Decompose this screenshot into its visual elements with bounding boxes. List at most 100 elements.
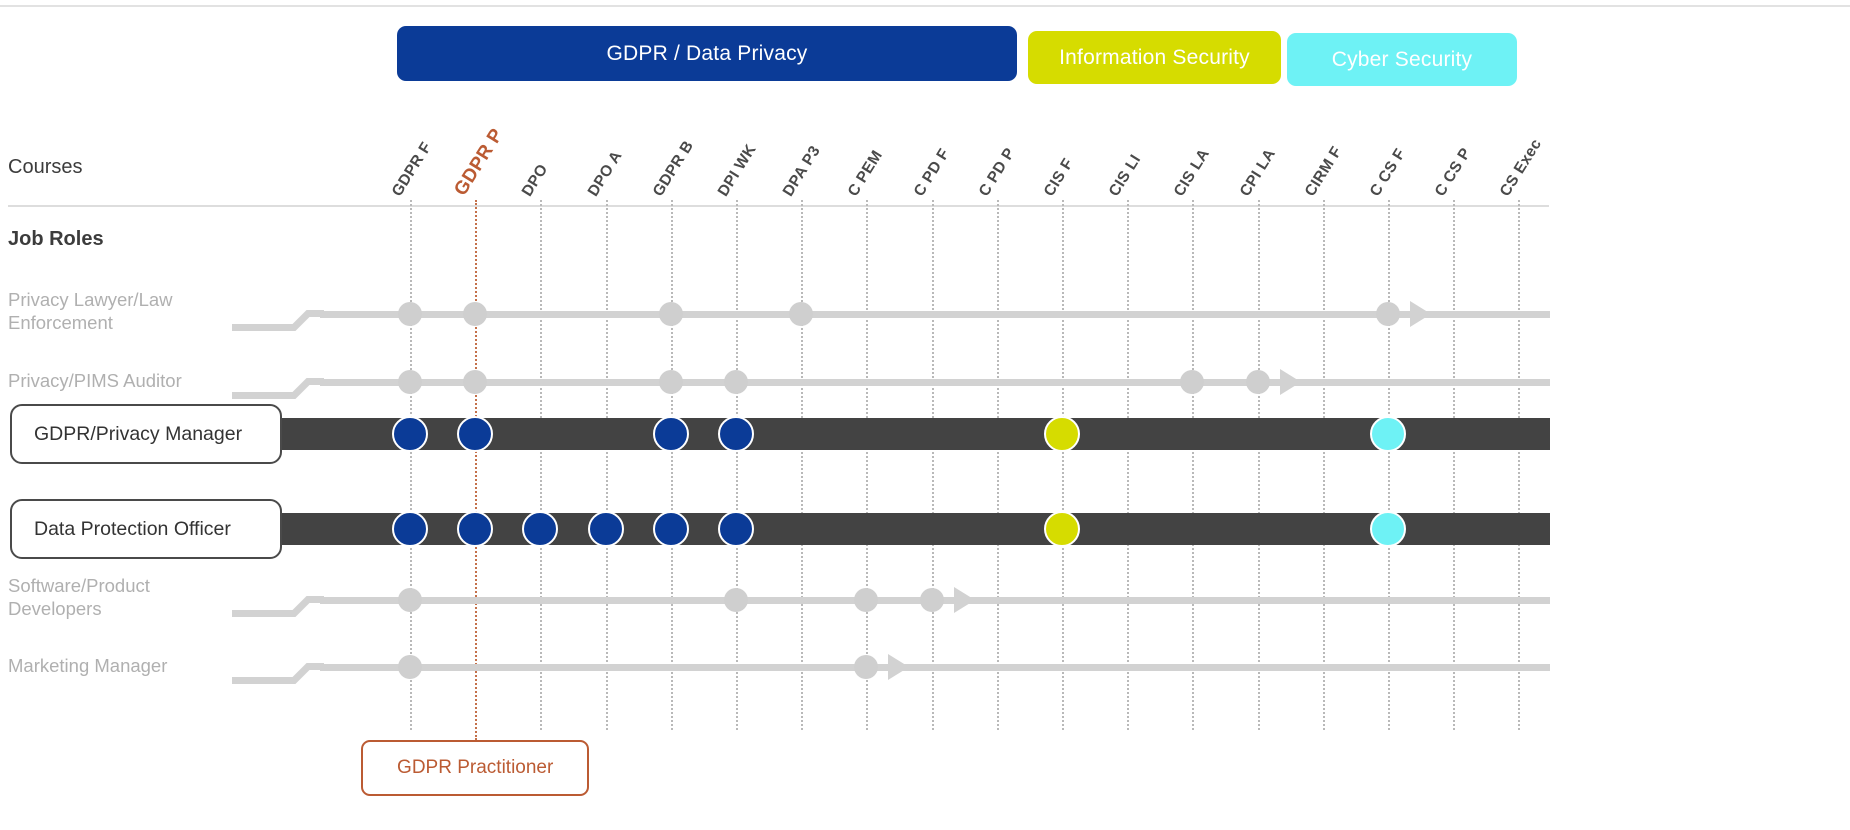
callout-gdpr-practitioner[interactable]: GDPR Practitioner xyxy=(361,740,590,796)
course-header-c-cs-p[interactable]: C CS P xyxy=(1431,145,1475,200)
role-track-stub-pims-auditor xyxy=(232,392,278,399)
marker-gdpr-privacy-manager-cis-f[interactable] xyxy=(1044,416,1080,452)
role-track-marketing-manager xyxy=(320,664,1550,671)
role-track-pims-auditor xyxy=(320,379,1550,386)
course-header-dpo-a[interactable]: DPO A xyxy=(584,148,626,200)
course-header-c-cs-f[interactable]: C CS F xyxy=(1366,145,1410,200)
course-header-dpa-p3[interactable]: DPA P3 xyxy=(779,142,825,200)
progression-arrow-software-product-developers xyxy=(953,587,975,613)
marker-data-protection-officer-dpi-wk[interactable] xyxy=(718,511,754,547)
marker-privacy-lawyer-dpa-p3[interactable] xyxy=(789,302,814,326)
course-header-c-pem[interactable]: C PEM xyxy=(845,147,887,200)
marker-software-product-developers-dpi-wk[interactable] xyxy=(724,588,748,612)
gridline-dpi-wk xyxy=(736,200,738,730)
gridline-c-cs-p xyxy=(1453,200,1456,730)
marker-pims-auditor-gdpr-f[interactable] xyxy=(398,370,422,394)
marker-pims-auditor-gdpr-p[interactable] xyxy=(463,370,488,394)
marker-privacy-lawyer-c-cs-f[interactable] xyxy=(1376,302,1400,326)
marker-gdpr-privacy-manager-gdpr-p[interactable] xyxy=(457,416,494,452)
role-track-gdpr-privacy-manager xyxy=(220,418,1550,450)
course-header-c-pd-p[interactable]: C PD P xyxy=(975,145,1019,200)
marker-software-product-developers-c-pem[interactable] xyxy=(854,588,879,612)
gridline-dpo xyxy=(540,200,543,730)
gridline-cs-exec xyxy=(1518,200,1521,730)
role-label-marketing-manager[interactable]: Marketing Manager xyxy=(8,655,168,676)
marker-marketing-manager-c-pem[interactable] xyxy=(854,655,879,679)
role-label-privacy-lawyer[interactable]: Privacy Lawyer/Law Enforcement xyxy=(8,289,173,334)
course-header-gdpr-f[interactable]: GDPR F xyxy=(388,139,436,200)
course-header-cpi-la[interactable]: CPI LA xyxy=(1236,145,1279,200)
gridline-cis-f xyxy=(1062,200,1064,730)
role-track-elbow-privacy-lawyer xyxy=(278,310,324,334)
marker-data-protection-officer-gdpr-f[interactable] xyxy=(392,511,428,547)
progression-arrow-privacy-lawyer xyxy=(1410,301,1431,327)
role-track-elbow-software-product-developers xyxy=(278,596,324,620)
gridline-c-pd-f xyxy=(931,200,934,730)
role-track-stub-privacy-lawyer xyxy=(232,324,278,331)
course-header-cis-li[interactable]: CIS LI xyxy=(1105,151,1145,200)
role-label-text: GDPR/Privacy Manager xyxy=(34,422,243,445)
top-divider xyxy=(0,5,1850,7)
role-track-data-protection-officer xyxy=(220,513,1550,545)
marker-data-protection-officer-dpo-a[interactable] xyxy=(587,511,624,547)
gridline-cpi-la xyxy=(1257,200,1260,730)
job-roles-heading: Job Roles xyxy=(8,228,104,250)
gridline-gdpr-f xyxy=(410,200,412,730)
progression-arrow-marketing-manager xyxy=(888,654,910,680)
progression-arrow-pims-auditor xyxy=(1279,369,1301,395)
marker-privacy-lawyer-gdpr-b[interactable] xyxy=(658,302,683,326)
marker-data-protection-officer-gdpr-b[interactable] xyxy=(652,511,689,547)
marker-gdpr-privacy-manager-gdpr-b[interactable] xyxy=(652,416,689,452)
course-header-gdpr-b[interactable]: GDPR B xyxy=(649,137,697,200)
course-header-gdpr-p[interactable]: GDPR P xyxy=(450,125,508,200)
role-track-stub-marketing-manager xyxy=(232,677,278,684)
course-header-cirm-f[interactable]: CIRM F xyxy=(1301,143,1346,200)
marker-gdpr-privacy-manager-dpi-wk[interactable] xyxy=(718,416,754,452)
category-badge-gdpr[interactable]: GDPR / Data Privacy xyxy=(397,26,1017,81)
role-label-gdpr-privacy-manager[interactable]: GDPR/Privacy Manager xyxy=(10,404,282,464)
course-header-cis-f[interactable]: CIS F xyxy=(1040,155,1077,200)
role-label-text: Data Protection Officer xyxy=(34,517,231,540)
marker-pims-auditor-gdpr-b[interactable] xyxy=(658,370,683,394)
marker-data-protection-officer-c-cs-f[interactable] xyxy=(1370,511,1406,547)
gridline-cis-la xyxy=(1192,200,1195,730)
gridline-dpa-p3 xyxy=(801,200,804,730)
marker-gdpr-privacy-manager-c-cs-f[interactable] xyxy=(1370,416,1406,452)
course-header-dpo[interactable]: DPO xyxy=(519,161,552,200)
course-header-row: GDPR F GDPR P DPO DPO A GDPR B DPI WK DPA P3 C … xyxy=(0,95,1850,200)
role-track-stub-software-product-developers xyxy=(232,610,278,617)
role-track-privacy-lawyer xyxy=(320,311,1550,318)
gridline-c-pem xyxy=(866,200,869,730)
marker-gdpr-privacy-manager-gdpr-f[interactable] xyxy=(392,416,428,452)
marker-software-product-developers-gdpr-f[interactable] xyxy=(398,588,422,612)
marker-privacy-lawyer-gdpr-f[interactable] xyxy=(398,302,422,326)
gridline-c-cs-f xyxy=(1388,200,1390,730)
marker-pims-auditor-cpi-la[interactable] xyxy=(1245,370,1270,394)
marker-data-protection-officer-gdpr-p[interactable] xyxy=(457,511,494,547)
course-header-dpi-wk[interactable]: DPI WK xyxy=(714,141,760,200)
marker-data-protection-officer-cis-f[interactable] xyxy=(1044,511,1080,547)
marker-pims-auditor-dpi-wk[interactable] xyxy=(724,370,748,394)
course-header-c-pd-f[interactable]: C PD F xyxy=(910,145,953,200)
marker-software-product-developers-c-pd-f[interactable] xyxy=(919,588,944,612)
marker-pims-auditor-cis-la[interactable] xyxy=(1180,370,1205,394)
gridline-c-pd-p xyxy=(996,200,999,730)
marker-privacy-lawyer-gdpr-p[interactable] xyxy=(463,302,488,326)
role-label-pims-auditor[interactable]: Privacy/PIMS Auditor xyxy=(8,370,182,391)
category-badge-group: GDPR / Data Privacy Information Security… xyxy=(0,26,1850,88)
role-label-software-product-developers[interactable]: Software/Product Developers xyxy=(8,575,150,620)
role-label-data-protection-officer[interactable]: Data Protection Officer xyxy=(10,499,282,559)
course-header-cis-la[interactable]: CIS LA xyxy=(1171,145,1214,200)
gridline-dpo-a xyxy=(605,200,608,730)
marker-data-protection-officer-dpo[interactable] xyxy=(522,511,559,547)
gridline-gdpr-p xyxy=(475,200,478,740)
category-badge-cyber-security[interactable]: Cyber Security xyxy=(1287,33,1517,86)
marker-marketing-manager-gdpr-f[interactable] xyxy=(398,655,422,679)
category-badge-information-security[interactable]: Information Security xyxy=(1028,31,1281,84)
gridline-cis-li xyxy=(1127,200,1130,730)
header-divider xyxy=(8,205,1549,207)
role-track-elbow-pims-auditor xyxy=(278,378,324,402)
gridline-cirm-f xyxy=(1322,200,1325,730)
course-header-cs-exec[interactable]: CS Exec xyxy=(1497,136,1546,200)
